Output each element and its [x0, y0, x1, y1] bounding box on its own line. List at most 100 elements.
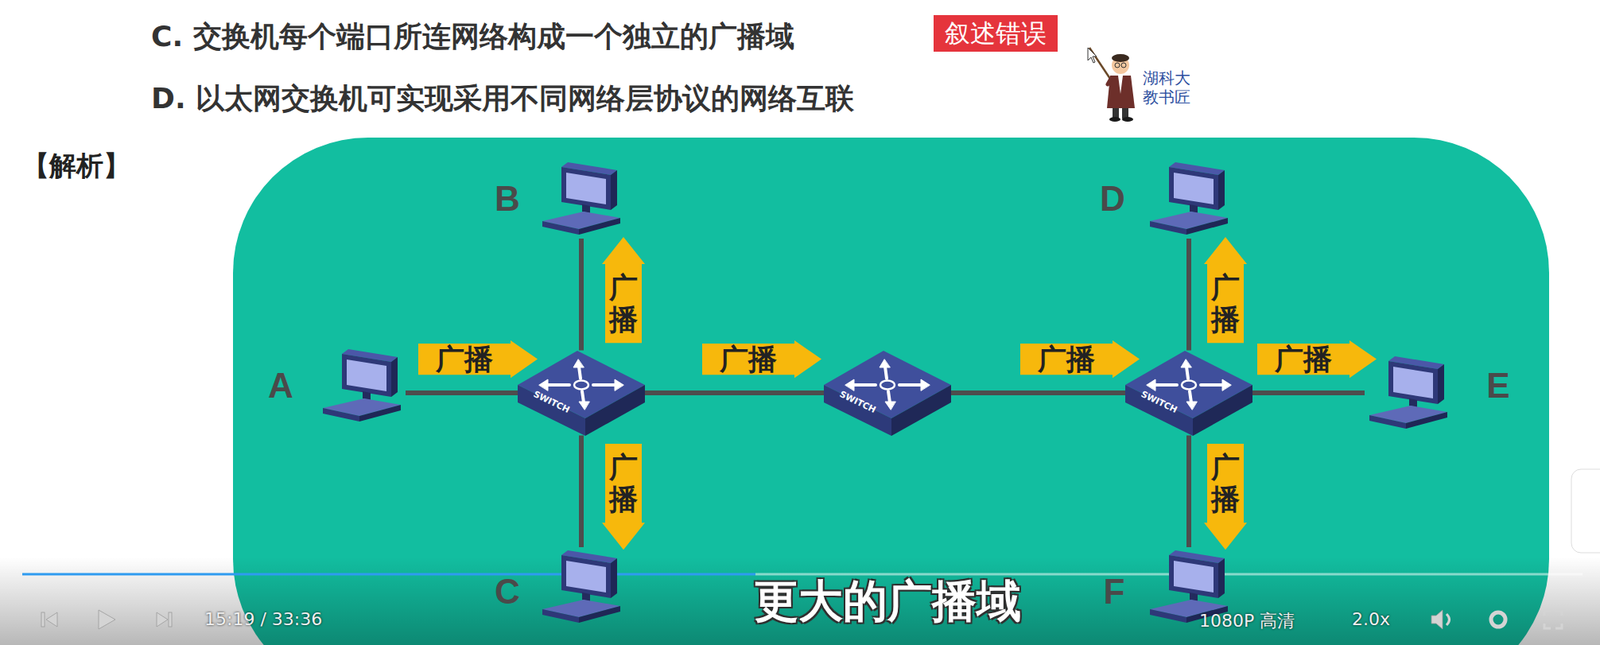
- computer-icon-part: [1186, 217, 1228, 235]
- teacher-cartoon-part: [1107, 78, 1111, 85]
- computer-icon-part: [566, 172, 606, 205]
- teacher-cartoon-part: [1118, 75, 1123, 94]
- network-link: [578, 435, 584, 548]
- computer-icon-part: [1218, 558, 1225, 599]
- player-controls-part: [98, 609, 116, 630]
- teacher-cartoon-part: [1122, 116, 1134, 122]
- player-controls-part: [156, 612, 168, 627]
- switch-icon-part: [891, 384, 952, 436]
- switch-icon-part: [1181, 380, 1197, 389]
- broadcast-arrow: 广播: [601, 236, 645, 343]
- computer-icon-part: [610, 170, 618, 210]
- teacher-cartoon-part: [1109, 116, 1121, 122]
- host-letter: B: [494, 181, 521, 217]
- side-tab: [1571, 469, 1600, 553]
- arrow-label: 广播: [1020, 340, 1113, 378]
- computer-icon-part: [542, 221, 579, 235]
- computer-icon-part: [1168, 555, 1219, 599]
- switch-icon-part: [614, 379, 624, 391]
- computer-icon-part: [1437, 364, 1445, 404]
- switch-icon-part: [582, 391, 584, 403]
- computer-icon-part: [542, 609, 579, 623]
- mouse-cursor: [1087, 47, 1097, 63]
- broadcast-arrow: 广播: [1203, 443, 1247, 550]
- player-controls-part: [1544, 610, 1562, 629]
- broadcast-arrow: 广播: [702, 340, 822, 378]
- computer-icon-part: [1173, 560, 1214, 593]
- computer-icon-part: [1149, 221, 1187, 235]
- computer-icon: [1364, 353, 1453, 433]
- computer-host: B: [537, 159, 626, 239]
- host-letter: F: [1103, 574, 1126, 610]
- teacher-cartoon: [1089, 47, 1135, 122]
- arrow-shape-part: [1203, 443, 1247, 550]
- switch-icon-part: [539, 379, 548, 391]
- player-controls-part: [1446, 613, 1450, 626]
- player-controls-part: [41, 612, 45, 627]
- arrow-shape-part: [1203, 236, 1247, 343]
- switch-icon-part: [1125, 384, 1193, 436]
- computer-icon-part: [561, 166, 611, 210]
- switch-icon-part: [1146, 379, 1156, 391]
- arrow-shape-part: [1020, 340, 1140, 378]
- computer-icon-part: [1218, 170, 1225, 210]
- network-link: [578, 238, 584, 351]
- player-controls-part: [168, 612, 172, 627]
- switch-icon-part: [578, 366, 581, 379]
- switch-icon-part: [1155, 383, 1177, 387]
- teacher-cartoon-part: [1106, 75, 1135, 109]
- computer-icon-part: [322, 407, 360, 422]
- ethernet-switch: SWITCH: [823, 350, 952, 436]
- player-controls-part: [1431, 609, 1443, 630]
- network-link: [1186, 238, 1192, 351]
- switch-icon-part: [574, 380, 589, 389]
- computer-icon-part: [346, 359, 387, 392]
- broadcast-arrow: 广播: [1203, 236, 1247, 343]
- channel-logo-text: 湖科大 教书匠: [1142, 68, 1194, 107]
- switch-icon-part: [854, 383, 876, 387]
- computer-icon-part: [359, 404, 401, 422]
- host-letter: D: [1099, 181, 1126, 217]
- arrow-label: 广播: [1257, 340, 1350, 378]
- computer-icon-part: [1393, 366, 1434, 399]
- network-link: [1186, 435, 1192, 548]
- switch-icon-part: [880, 380, 895, 389]
- arrow-shape-part: [702, 340, 822, 378]
- ethernet-switch: SWITCH: [1125, 350, 1253, 436]
- computer-icon-part: [1369, 415, 1406, 429]
- arrow-label: 广播: [601, 443, 645, 523]
- broadcast-arrow: 广播: [1257, 340, 1377, 378]
- network-link: [1252, 390, 1365, 396]
- computer-icon: [537, 547, 626, 627]
- progress-played: [22, 573, 756, 576]
- switch-icon-part: [888, 391, 890, 403]
- computer-icon: [537, 159, 626, 239]
- switch-icon-part: [1200, 383, 1223, 387]
- switch-icon-part: [1189, 391, 1192, 403]
- video-time: 15:19 / 33:36: [204, 609, 323, 630]
- computer-icon: [318, 345, 406, 426]
- arrow-label: 广播: [601, 264, 645, 343]
- option-text: D. 以太网交换机可实现采用不同网络层协议的网络互联: [151, 79, 855, 119]
- error-badge: 叙述错误: [933, 15, 1058, 52]
- teacher-cartoon-part: [1112, 106, 1119, 119]
- computer-icon-part: [391, 357, 398, 397]
- player-controls-part: [1491, 612, 1506, 627]
- switch-icon-part: [573, 359, 584, 368]
- network-link: [951, 390, 1126, 396]
- arrow-shape-part: [601, 236, 645, 343]
- host-letter: E: [1486, 368, 1510, 404]
- arrow-label: 广播: [418, 340, 511, 378]
- teacher-cartoon-part: [1111, 54, 1130, 63]
- video-subtitle: 更大的广播域: [753, 578, 1022, 624]
- arrow-label: 广播: [1203, 264, 1247, 343]
- computer-host: A: [318, 345, 406, 426]
- arrow-label: 广播: [1203, 443, 1247, 523]
- analysis-heading: 【解析】: [22, 147, 131, 185]
- switch-icon-part: [845, 379, 855, 391]
- computer-icon-part: [1173, 172, 1214, 205]
- arrow-label: 广播: [702, 340, 795, 378]
- switch-icon-part: [823, 384, 892, 436]
- badge-text: 叙述错误: [944, 17, 1047, 50]
